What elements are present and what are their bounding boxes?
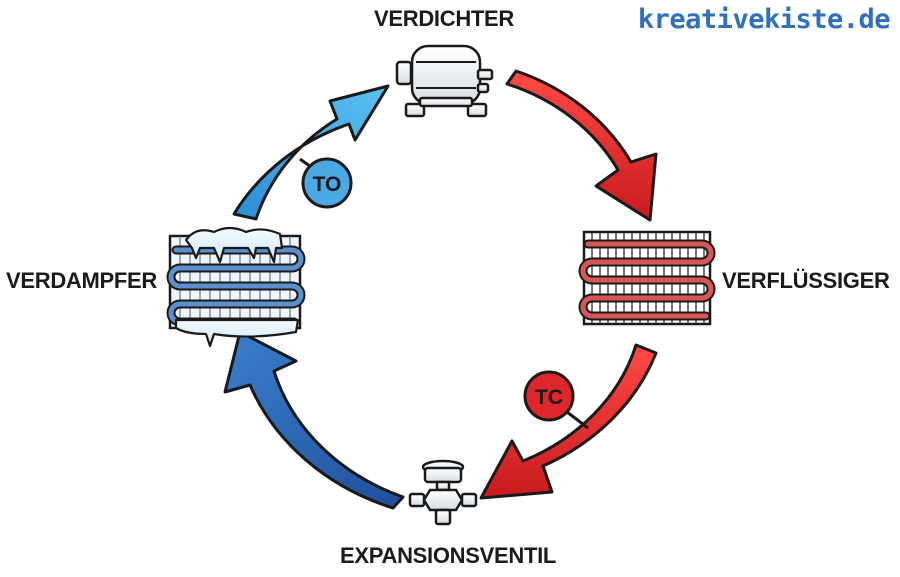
condenser-label: VERFLÜSSIGER xyxy=(722,268,890,293)
compressor-label: VERDICHTER xyxy=(374,6,515,31)
sensor-to-label: TO xyxy=(313,173,342,196)
hot-gas-arrow xyxy=(505,69,658,222)
sensor-to: TO xyxy=(299,157,353,209)
suction-line-arrow xyxy=(232,84,390,221)
sensor-tc: TC xyxy=(523,370,589,430)
expansion-valve-icon xyxy=(408,459,478,526)
condenser-icon xyxy=(578,230,716,326)
expansion-to-evaporator-arrow xyxy=(223,330,405,510)
liquid-line-arrow xyxy=(479,343,658,500)
compressor-icon xyxy=(395,44,494,118)
expansion-valve-label: EXPANSIONSVENTIL xyxy=(340,543,557,568)
evaporator-label: VERDAMPFER xyxy=(6,268,158,293)
evaporator-icon xyxy=(166,226,306,348)
sensor-tc-label: TC xyxy=(535,386,563,409)
brand-watermark: kreativekiste.de xyxy=(637,4,891,35)
